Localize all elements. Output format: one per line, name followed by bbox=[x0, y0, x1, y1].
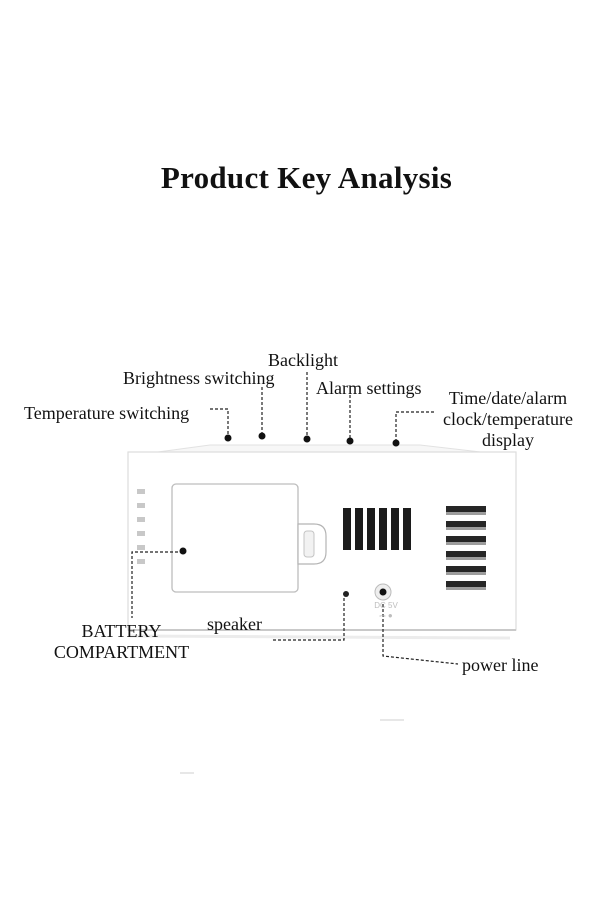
label-battery-line1: BATTERY bbox=[81, 621, 162, 641]
label-alarm-settings: Alarm settings bbox=[316, 378, 422, 398]
brightness-key-dot bbox=[258, 432, 266, 440]
label-temperature-switching: Temperature switching bbox=[24, 403, 190, 423]
speaker-grille bbox=[343, 508, 411, 550]
label-speaker: speaker bbox=[207, 614, 262, 634]
display-key-dot bbox=[392, 439, 400, 447]
battery-dot bbox=[179, 547, 187, 555]
label-display-line1: Time/date/alarm bbox=[448, 388, 568, 408]
power-marking: DC 5V ⎓ ● bbox=[366, 601, 406, 621]
backlight-key-dot bbox=[303, 435, 311, 443]
battery-cover bbox=[171, 483, 299, 593]
key-dots bbox=[179, 432, 400, 555]
label-display-line2: clock/temperature bbox=[443, 409, 573, 429]
label-battery-compartment: BATTERY COMPARTMENT bbox=[44, 621, 199, 663]
power-marking-line2: ⎓ ● bbox=[379, 611, 393, 620]
speaker-hole bbox=[343, 591, 349, 597]
page-title: Product Key Analysis bbox=[160, 160, 453, 195]
power-marking-line1: DC 5V bbox=[374, 601, 398, 610]
label-backlight: Backlight bbox=[268, 350, 338, 370]
alarm-key-dot bbox=[346, 437, 354, 445]
label-power-line: power line bbox=[462, 655, 539, 675]
label-display-line3: display bbox=[482, 430, 534, 450]
temperature-key-dot bbox=[224, 434, 232, 442]
right-vent bbox=[446, 506, 486, 590]
label-display: Time/date/alarm clock/temperature displa… bbox=[432, 388, 584, 451]
label-brightness-switching: Brightness switching bbox=[123, 368, 275, 388]
label-battery-line2: COMPARTMENT bbox=[53, 642, 190, 662]
left-vent bbox=[137, 489, 145, 564]
leader-lines bbox=[131, 372, 459, 665]
